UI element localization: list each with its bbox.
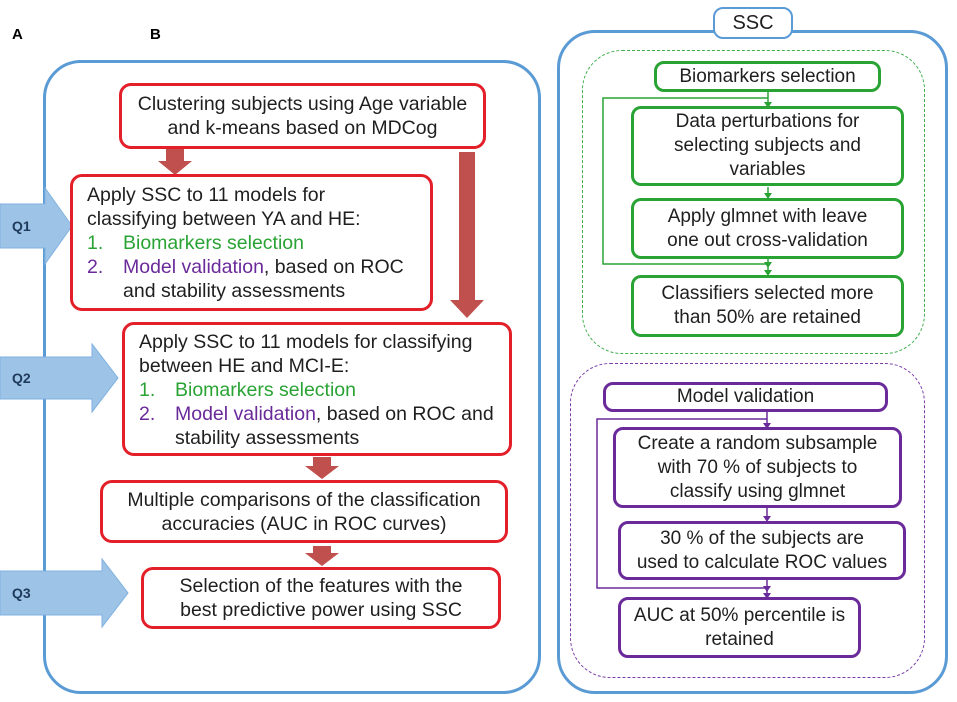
clustering-line-1: Clustering subjects using Age variable: [137, 93, 468, 115]
auc-retained-box: AUC at 50% percentile is retained: [618, 597, 861, 658]
down-arrow-3: [305, 546, 339, 566]
q1-arrow: [0, 186, 73, 266]
q1-item-2-number: 2.: [87, 256, 104, 278]
classifiers-line-2: than 50% are retained: [674, 307, 861, 328]
q3-arrow: [0, 557, 129, 629]
random-subsample-box: Create a random subsample with 70 % of s…: [613, 427, 902, 508]
q2-models-box: Apply SSC to 11 models for classifying b…: [122, 322, 512, 456]
auc-line-1: AUC at 50% percentile is: [633, 604, 846, 626]
clustering-line-2: and k-means based on MDCog: [167, 117, 438, 139]
clustering-box: Clustering subjects using Age variable a…: [119, 83, 486, 149]
down-arrow-2: [305, 457, 339, 479]
q2-item-1-text: Biomarkers selection: [175, 379, 356, 401]
q2-models-line-2: between HE and MCI-E:: [139, 355, 350, 377]
q2-item-2-highlight: Model validation: [175, 403, 316, 425]
random-subsample-line-3: classify using glmnet: [669, 480, 846, 502]
q3-label: Q3: [12, 585, 31, 601]
roc-values-box: 30 % of the subjects are used to calcula…: [618, 521, 906, 580]
comparisons-line-2: accuracies (AUC in ROC curves): [161, 512, 447, 535]
q1-models-box: Apply SSC to 11 models for classifying b…: [70, 174, 433, 311]
glmnet-box: Apply glmnet with leave one out cross-va…: [631, 198, 904, 259]
data-perturbations-for: for: [837, 111, 860, 132]
comparisons-box: Multiple comparisons of the classificati…: [100, 480, 508, 543]
q2-label: Q2: [12, 370, 31, 386]
glmnet-line-2: one out cross-validation: [667, 229, 868, 251]
ssc-title: SSC: [713, 7, 793, 39]
panel-label-a: A: [12, 26, 23, 43]
q1-item-2-highlight: Model validation: [123, 256, 264, 278]
random-subsample-line-2: with 70 % of subjects to: [657, 456, 858, 478]
q1-models-line-2: classifying between YA and HE:: [87, 208, 361, 230]
feature-selection-line-2: best predictive power using SSC: [180, 599, 462, 621]
model-validation-group: [570, 363, 925, 678]
q1-models-line-5: and stability assessments: [123, 280, 346, 302]
glmnet-line-1: Apply glmnet with leave: [667, 205, 868, 227]
random-subsample-line-1: Create a random subsample: [637, 432, 878, 454]
biomarkers-selection-group: [582, 50, 925, 354]
classifiers-line-1: Classifiers selected more: [661, 283, 874, 304]
feature-selection-line-1: Selection of the features with the: [179, 575, 463, 597]
feature-selection-box: Selection of the features with the best …: [141, 567, 501, 629]
data-perturbations-line-1: Data perturbations for: [675, 111, 860, 132]
q1-models-line-1: Apply SSC to 11 models for: [87, 184, 326, 206]
data-perturbations-line-3: selecting subjects and: [674, 135, 861, 156]
biomarkers-header-box: Biomarkers selection: [654, 61, 881, 92]
auc-line-2: retained: [705, 628, 774, 650]
down-arrow-1: [158, 148, 192, 175]
q2-item-validation: 2. Model validation, based on ROC and: [139, 402, 509, 426]
q1-label: Q1: [12, 218, 31, 234]
validation-header-box: Model validation: [603, 382, 888, 412]
roc-values-line-2: used to calculate ROC values: [636, 551, 888, 573]
q2-item-1-number: 1.: [139, 379, 156, 401]
q1-item-biomarkers: 1. Biomarkers selection: [87, 231, 430, 255]
q1-item-validation: 2. Model validation, based on ROC: [87, 255, 430, 279]
data-perturbations-line-4: variables: [729, 159, 806, 180]
q1-item-1-number: 1.: [87, 232, 104, 254]
panel-label-b: B: [150, 26, 161, 43]
q2-item-biomarkers: 1. Biomarkers selection: [139, 378, 509, 402]
q2-models-line-1: Apply SSC to 11 models for classifying: [139, 331, 473, 353]
q2-item-2-number: 2.: [139, 403, 156, 425]
data-perturbations-box: Data perturbations for for selecting sub…: [631, 106, 904, 186]
q2-item-2-rest: , based on ROC and: [315, 403, 494, 425]
q2-models-line-5: stability assessments: [175, 427, 360, 449]
roc-values-line-1: 30 % of the subjects are: [660, 527, 864, 549]
q1-item-1-text: Biomarkers selection: [123, 232, 304, 254]
comparisons-line-1: Multiple comparisons of the classificati…: [127, 488, 481, 511]
classifiers-retained-box: Classifiers selected more than 50% are r…: [631, 275, 904, 337]
q1-item-2-rest: , based on ROC: [263, 256, 404, 278]
long-down-arrow: [450, 152, 484, 318]
q2-arrow: [0, 342, 119, 414]
